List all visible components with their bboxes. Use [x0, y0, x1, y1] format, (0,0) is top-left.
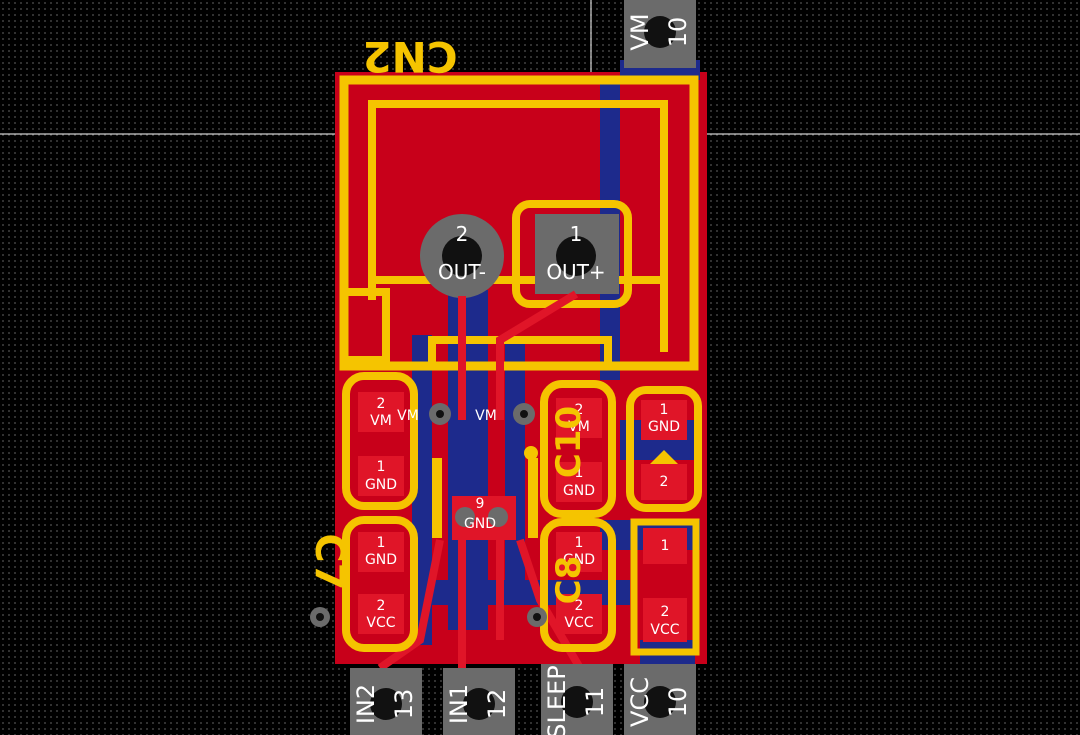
- header-pin-number: 13: [390, 689, 418, 720]
- via-net: VM: [397, 408, 419, 424]
- cn2-reference: CN2: [362, 32, 457, 81]
- resistor-pad-1[interactable]: 1: [643, 528, 687, 564]
- led-pad-2[interactable]: 2: [641, 464, 687, 500]
- cn2-pad-2-number: 2: [456, 222, 469, 246]
- cn2-footprint: [339, 75, 699, 371]
- cn2-pad-2[interactable]: 2 OUT-: [420, 214, 504, 298]
- c10-pad-gnd[interactable]: 1 GND: [556, 462, 602, 502]
- pad-number: 2: [377, 598, 386, 614]
- pad-net: VCC: [650, 622, 679, 638]
- c8-reference: C8: [549, 556, 589, 605]
- pad-net: GND: [365, 552, 397, 568]
- pad-net: VM: [370, 413, 392, 429]
- header-pin-in1[interactable]: IN1 12: [443, 668, 515, 735]
- c7-reference: C7: [306, 533, 352, 590]
- pad-number: 1: [575, 465, 584, 481]
- via-left[interactable]: [310, 607, 330, 627]
- header-pin-net: IN1: [445, 684, 473, 724]
- pad-number: 2: [377, 396, 386, 412]
- c10-reference: C10: [549, 406, 589, 478]
- via-vm-right[interactable]: VM: [475, 403, 535, 425]
- c8-pad-gnd[interactable]: 1 GND: [556, 532, 602, 572]
- header-pin-net: IN2: [352, 684, 380, 724]
- pad-net: VM: [568, 419, 590, 435]
- cn2-pad-1-number: 1: [570, 222, 583, 246]
- via-vm-left[interactable]: VM: [397, 403, 451, 425]
- ic-center-pad[interactable]: 9 GND: [452, 496, 516, 540]
- header-pin-in2[interactable]: IN2 13: [350, 668, 422, 735]
- pad-net: GND: [365, 477, 397, 493]
- cn2-pad-1-net: OUT+: [546, 260, 605, 284]
- pad-net: GND: [464, 516, 496, 532]
- pad-net: VCC: [564, 615, 593, 631]
- ic-footprint: [432, 458, 538, 538]
- resistor-footprint: [630, 518, 700, 656]
- pad-number: 2: [661, 604, 670, 620]
- pad-number: 2: [575, 598, 584, 614]
- pad-number: 1: [377, 459, 386, 475]
- header-pin-vm-top[interactable]: VM 10: [624, 0, 696, 68]
- cn2-pad-2-net: OUT-: [438, 260, 486, 284]
- pad-net: GND: [563, 483, 595, 499]
- led-pad-gnd[interactable]: 1 GND: [641, 400, 687, 440]
- header-pin-number: 12: [483, 689, 511, 720]
- pad-number: 2: [575, 402, 584, 418]
- pad-number: 1: [661, 538, 670, 554]
- header-pin-number: 10: [664, 17, 692, 48]
- resistor-pad-vcc[interactable]: 2 VCC: [643, 598, 687, 642]
- pad-number: 1: [660, 402, 669, 418]
- led-footprint: [626, 386, 702, 512]
- pad-number: 1: [575, 535, 584, 551]
- header-pin-net: VCC: [626, 677, 654, 727]
- header-pin-net: SLEEP: [543, 665, 571, 735]
- header-pin-sleep[interactable]: SLEEP 11: [541, 664, 613, 735]
- c7-footprint: [342, 372, 418, 652]
- pad-net: VCC: [366, 615, 395, 631]
- header-pin-number: 11: [581, 687, 609, 718]
- pad-net: GND: [563, 552, 595, 568]
- pad-number: 9: [476, 496, 485, 512]
- c7-pad-vcc[interactable]: 2 VCC: [358, 594, 404, 634]
- header-pin-number: 10: [664, 687, 692, 718]
- c7-pad-gnd-lower[interactable]: 1 GND: [358, 532, 404, 572]
- cn2-pad-1[interactable]: 1 OUT+: [535, 214, 619, 294]
- pad-number: 1: [377, 535, 386, 551]
- header-pin-vcc[interactable]: VCC 10: [624, 664, 696, 735]
- pad-net: GND: [648, 419, 680, 435]
- pad-number: 2: [660, 474, 669, 490]
- c7-pad-gnd-upper[interactable]: 1 GND: [358, 456, 404, 496]
- c8-pad-vcc[interactable]: 2 VCC: [556, 594, 602, 634]
- c10-pad-vm[interactable]: 2 VM: [556, 398, 602, 438]
- header-pin-net: VM: [626, 13, 654, 50]
- via-right[interactable]: [527, 607, 547, 627]
- via-net: VM: [475, 408, 497, 424]
- c10-c8-footprint: [524, 380, 616, 652]
- c7-pad-vm[interactable]: 2 VM: [358, 392, 404, 432]
